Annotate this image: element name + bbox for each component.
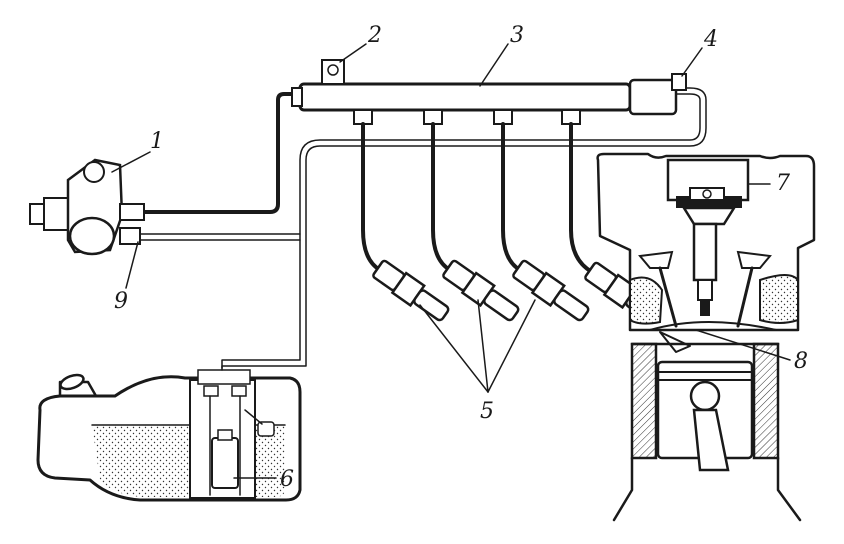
- callout-1: 1: [150, 129, 164, 154]
- rail-pressure-sensor: [321, 59, 345, 85]
- leader-lines: [111, 43, 791, 479]
- callout-5: 5: [480, 399, 494, 424]
- fuel-rail: [291, 82, 632, 125]
- callout-7: 7: [776, 171, 790, 196]
- high-pressure-pump: [29, 158, 145, 256]
- callout-6: 6: [280, 467, 294, 492]
- fuel-injectors: [372, 259, 662, 324]
- return-line: [139, 87, 707, 371]
- callout-3: 3: [510, 23, 524, 48]
- high-pressure-line: [138, 92, 302, 214]
- callout-9: 9: [114, 289, 128, 314]
- pressure-regulator: [628, 73, 687, 116]
- callout-2: 2: [367, 23, 382, 48]
- engine-cross-section: [596, 152, 816, 522]
- callout-8: 8: [794, 349, 808, 374]
- fuel-tank: [36, 369, 302, 502]
- callout-4: 4: [703, 27, 718, 52]
- injector-lines: [361, 122, 594, 274]
